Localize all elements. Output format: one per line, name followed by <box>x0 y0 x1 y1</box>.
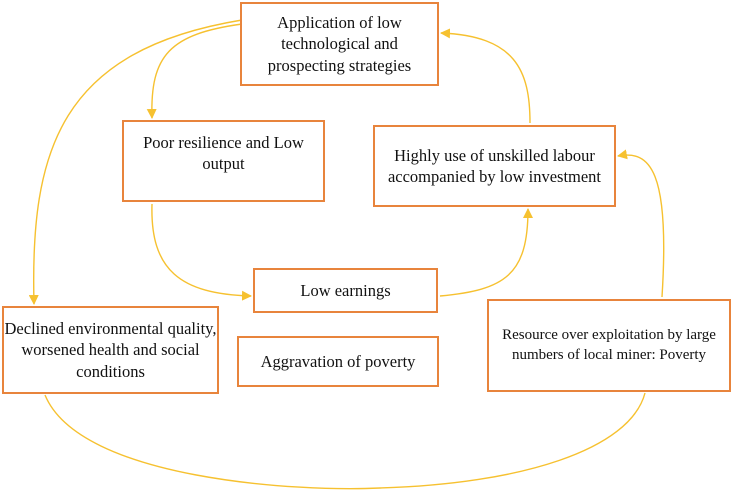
unskilled-labour-text: Highly use of unskilled labour accompani… <box>387 145 602 186</box>
declined-conditions-box: Declined environmental quality, worsened… <box>2 306 219 394</box>
low-earnings-box: Low earnings <box>253 268 438 313</box>
arrow-application-to-declined <box>28 19 243 305</box>
arrow-declined-resource-loop <box>44 392 646 490</box>
arrow-application-to-poor-resilience <box>146 23 243 119</box>
application-text: Application of low technological and pro… <box>267 12 412 75</box>
aggravation-of-poverty-box: Aggravation of poverty <box>237 336 439 387</box>
unskilled-labour-box: Highly use of unskilled labour accompani… <box>373 125 616 207</box>
resource-over-exploitation-box: Resource over exploitation by large numb… <box>487 299 731 392</box>
low-earnings-text: Low earnings <box>300 280 391 300</box>
arrow-earnings-to-highly-use <box>439 208 533 297</box>
declined-conditions-text: Declined environmental quality, worsened… <box>4 318 217 381</box>
poor-resilience-box: Poor resilience and Low output <box>122 120 325 202</box>
arrow-poor-resilience-to-earnings <box>151 203 252 301</box>
arrow-highly-use-to-application <box>440 28 531 124</box>
resource-over-exploitation-text: Resource over exploitation by large numb… <box>502 327 716 363</box>
application-box: Application of low technological and pro… <box>240 2 439 86</box>
arrow-resource-to-highly-use <box>617 149 665 298</box>
poor-resilience-text: Poor resilience and Low output <box>143 133 304 174</box>
aggravation-of-poverty-text: Aggravation of poverty <box>260 351 416 371</box>
